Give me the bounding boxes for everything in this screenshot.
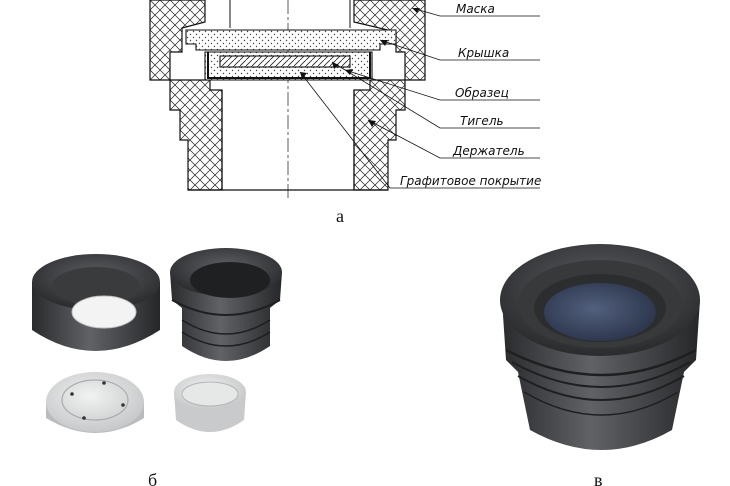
- lid: [185, 29, 397, 51]
- callout-crucible: Тигель: [460, 114, 504, 128]
- callout-arrowheads: [300, 8, 420, 127]
- graphite-coating: [207, 52, 371, 79]
- callout-holder: Держатель: [452, 144, 525, 158]
- panel-label-c: в: [594, 470, 603, 486]
- quartz-crucible-photo: [174, 374, 246, 432]
- callout-mask: Маска: [456, 2, 495, 16]
- mask-left: [149, 0, 206, 81]
- photo-assembled: [500, 244, 700, 450]
- sample: [219, 55, 351, 68]
- quartz-lid-photo: [46, 372, 144, 433]
- callout-sample: Образец: [455, 86, 509, 100]
- callout-graphite-coating: Графитовое покрытие: [400, 174, 541, 188]
- cross-section-drawing: [149, 0, 426, 200]
- panel-label-a: а: [336, 206, 344, 226]
- holder-right: [353, 79, 406, 191]
- mask-right: [353, 0, 426, 81]
- holder-cup-photo: [170, 248, 282, 361]
- callout-leaders: [299, 7, 540, 189]
- mask-ring-photo: [32, 254, 160, 351]
- callout-lid: Крышка: [458, 46, 509, 60]
- holder-left: [169, 79, 223, 191]
- photo-parts: [32, 248, 282, 433]
- sample-window: [544, 283, 656, 341]
- panel-label-b: б: [148, 470, 157, 486]
